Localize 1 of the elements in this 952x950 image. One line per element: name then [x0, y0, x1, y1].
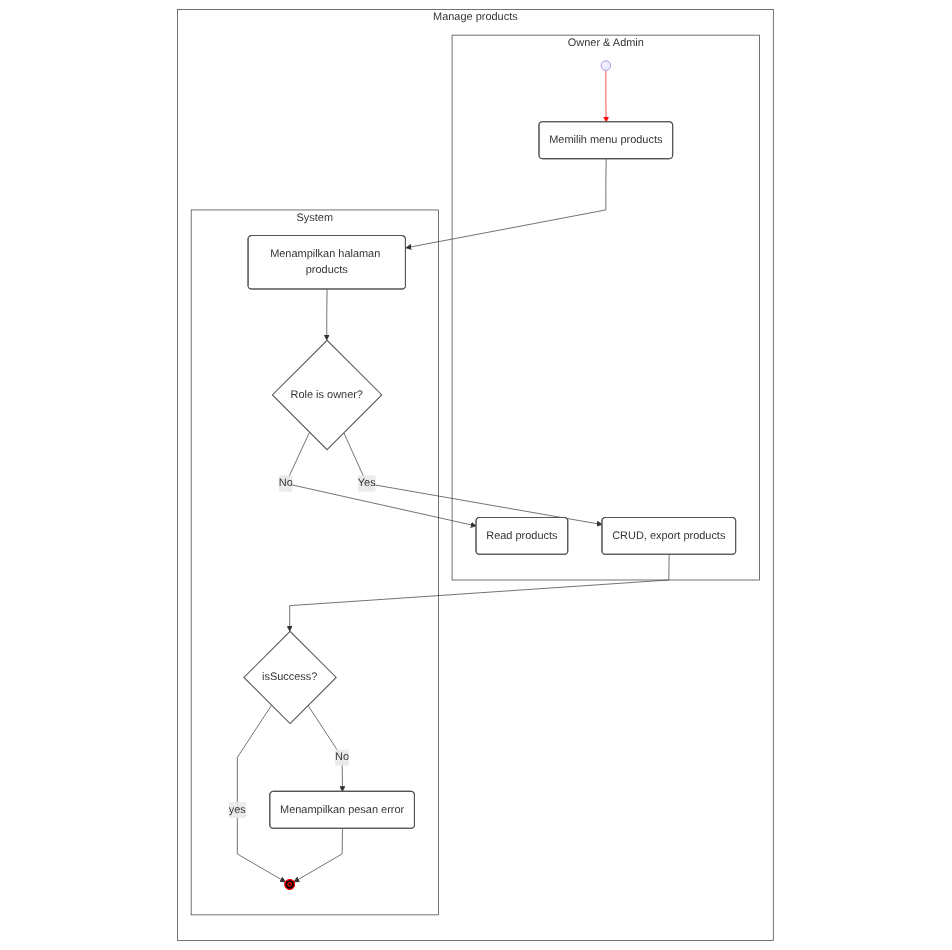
node-circle	[601, 60, 612, 71]
